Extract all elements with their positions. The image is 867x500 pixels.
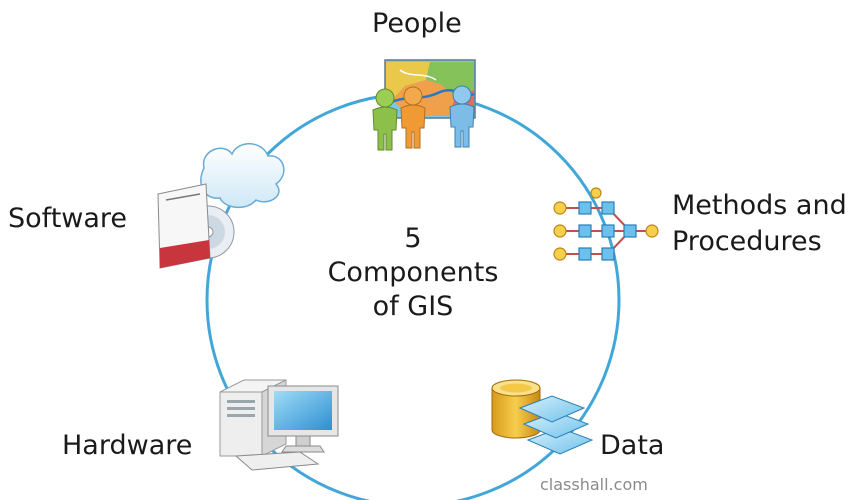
software-icon: [157, 143, 285, 269]
people-label: People: [372, 8, 462, 39]
people-icon: [372, 59, 476, 151]
center-title-line1: 5: [404, 223, 422, 254]
software-label: Software: [8, 203, 128, 234]
center-title-line2: Components: [327, 257, 499, 288]
hardware-label: Hardware: [62, 430, 193, 461]
center-title: 5 Components of GIS: [263, 222, 563, 324]
methods-label: Methods and Procedures: [672, 188, 847, 260]
methods-label-line1: Methods and: [672, 190, 847, 221]
methods-network-icon: [553, 187, 659, 261]
methods-label-line2: Procedures: [672, 226, 822, 257]
data-layers-icon: [518, 395, 594, 455]
computer-icon: [219, 379, 339, 471]
watermark: classhall.com: [540, 475, 648, 494]
data-label: Data: [600, 430, 665, 461]
center-title-line3: of GIS: [372, 291, 454, 322]
